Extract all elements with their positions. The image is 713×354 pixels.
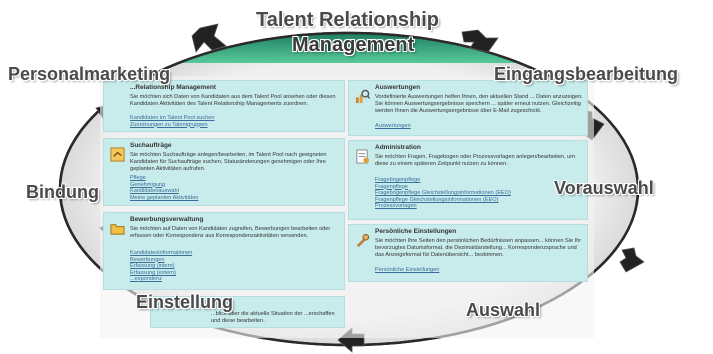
panel-header: Auswertungen <box>375 84 421 91</box>
label-personalmarketing: Personalmarketing <box>8 64 171 84</box>
panel-description: Sie möchten Suchaufträge anlegen/bearbei… <box>130 152 327 173</box>
arrow-top-right-icon <box>461 29 499 53</box>
personal-settings-icon <box>356 233 370 248</box>
label-vorauswahl: Vorauswahl <box>554 178 654 198</box>
panel-header: Suchaufträge <box>130 142 172 149</box>
link-fragebogenpflege[interactable]: Fragebogenpflege <box>375 177 421 183</box>
admin-document-icon <box>356 149 370 164</box>
link-pflege[interactable]: Pflege <box>130 175 146 181</box>
panel-bottom-partial: ...blick über die aktuelle Situation der… <box>150 296 345 328</box>
label-management: Management <box>292 34 415 56</box>
panel-links: Auswertungen <box>375 123 583 130</box>
panel-description: ...blick über die aktuelle Situation der… <box>211 311 335 325</box>
label-talent-relationship: Talent Relationship <box>256 9 439 31</box>
link-erfassung-intern[interactable]: Erfassung (intern) <box>130 263 175 270</box>
link-geplante-aktivitaeten[interactable]: Meine geplanten Aktivitäten <box>130 194 199 201</box>
label-auswahl: Auswahl <box>466 300 541 320</box>
link-kandidaten-suchen[interactable]: Kandidaten im Talent Pool suchen <box>130 115 215 121</box>
panel-header: Persönliche Einstellungen <box>375 228 457 235</box>
link-fragenpflege[interactable]: Fragenpflege <box>375 183 408 190</box>
panel-suchauftraege: Suchaufträge Sie möchten Suchaufträge an… <box>103 138 345 206</box>
link-bewerbungen[interactable]: Bewerbungen <box>130 256 165 263</box>
search-order-icon <box>110 147 125 162</box>
application-folder-icon <box>110 224 125 235</box>
panel-description: Vordefinierte Auswertungen helfen Ihnen,… <box>375 94 583 115</box>
link-auswertungen[interactable]: Auswertungen <box>375 123 411 129</box>
panel-links: Pflege Genehmigung Kandidatenauswahl Mei… <box>130 175 340 201</box>
panel-header: Administration <box>375 144 421 151</box>
link-prozessvorlagen[interactable]: Prozessvorlagen <box>375 203 417 210</box>
link-fragenpflege-eeo[interactable]: Fragenpflege Gleichstellungsinformatione… <box>375 196 499 203</box>
arrow-top-left-icon <box>191 23 227 53</box>
panel-header: Bewerbungsverwaltung <box>130 216 204 223</box>
link-fragebogenpflege-eeo[interactable]: Fragebogenpflege Gleichstellungsinformat… <box>375 190 511 197</box>
panel-persoenliche-einstellungen: Persönliche Einstellungen Sie möchten Ih… <box>348 224 588 282</box>
panel-header: ...Relationship Management <box>130 84 216 91</box>
panel-description: Sie möchten auf Daten von Kandidaten zug… <box>130 226 331 240</box>
panel-auswertungen: Auswertungen Vordefinierte Auswertungen … <box>348 80 588 136</box>
panel-administration: Administration Sie möchten Fragen, Frage… <box>348 140 588 220</box>
panel-links: Kandidaten im Talent Pool suchen Zuordnu… <box>130 115 340 128</box>
panel-description: Sie möchten Fragen, Fragebogen oder Proz… <box>375 154 575 168</box>
link-korrespondenz[interactable]: ...espondenz <box>130 276 163 283</box>
link-erfassung-extern[interactable]: Erfassung (extern) <box>130 269 177 276</box>
panel-links: Fragebogenpflege Fragenpflege Fragebogen… <box>375 177 583 210</box>
panel-description: Sie möchten Ihre Seiten den persönlichen… <box>375 238 582 259</box>
label-bindung: Bindung <box>26 182 99 202</box>
panel-links: Kandidateninformationen Bewerbungen Erfa… <box>130 250 340 283</box>
panel-bewerbungsverwaltung: Bewerbungsverwaltung Sie möchten auf Dat… <box>103 212 345 290</box>
link-zuordnungen[interactable]: Zuordnungen zu Talentgruppen <box>130 121 208 128</box>
panel-description: Sie möchten sich Daten von Kandidaten au… <box>130 94 336 108</box>
magnifier-chart-icon <box>355 89 370 104</box>
label-einstellung: Einstellung <box>136 292 234 312</box>
link-kandidateninformationen[interactable]: Kandidateninformationen <box>130 250 193 256</box>
link-persoenliche-einstellungen[interactable]: Persönliche Einstellungen <box>375 267 440 273</box>
panel-talent-relationship: ...Relationship Management Sie möchten s… <box>103 80 345 132</box>
link-genehmigung[interactable]: Genehmigung <box>130 181 166 188</box>
label-eingangsbearbeitung: Eingangsbearbeitung <box>494 64 679 84</box>
arrow-right-lower-icon <box>619 247 645 273</box>
panel-links: Persönliche Einstellungen <box>375 267 583 274</box>
link-kandidatenauswahl[interactable]: Kandidatenauswahl <box>130 188 179 195</box>
